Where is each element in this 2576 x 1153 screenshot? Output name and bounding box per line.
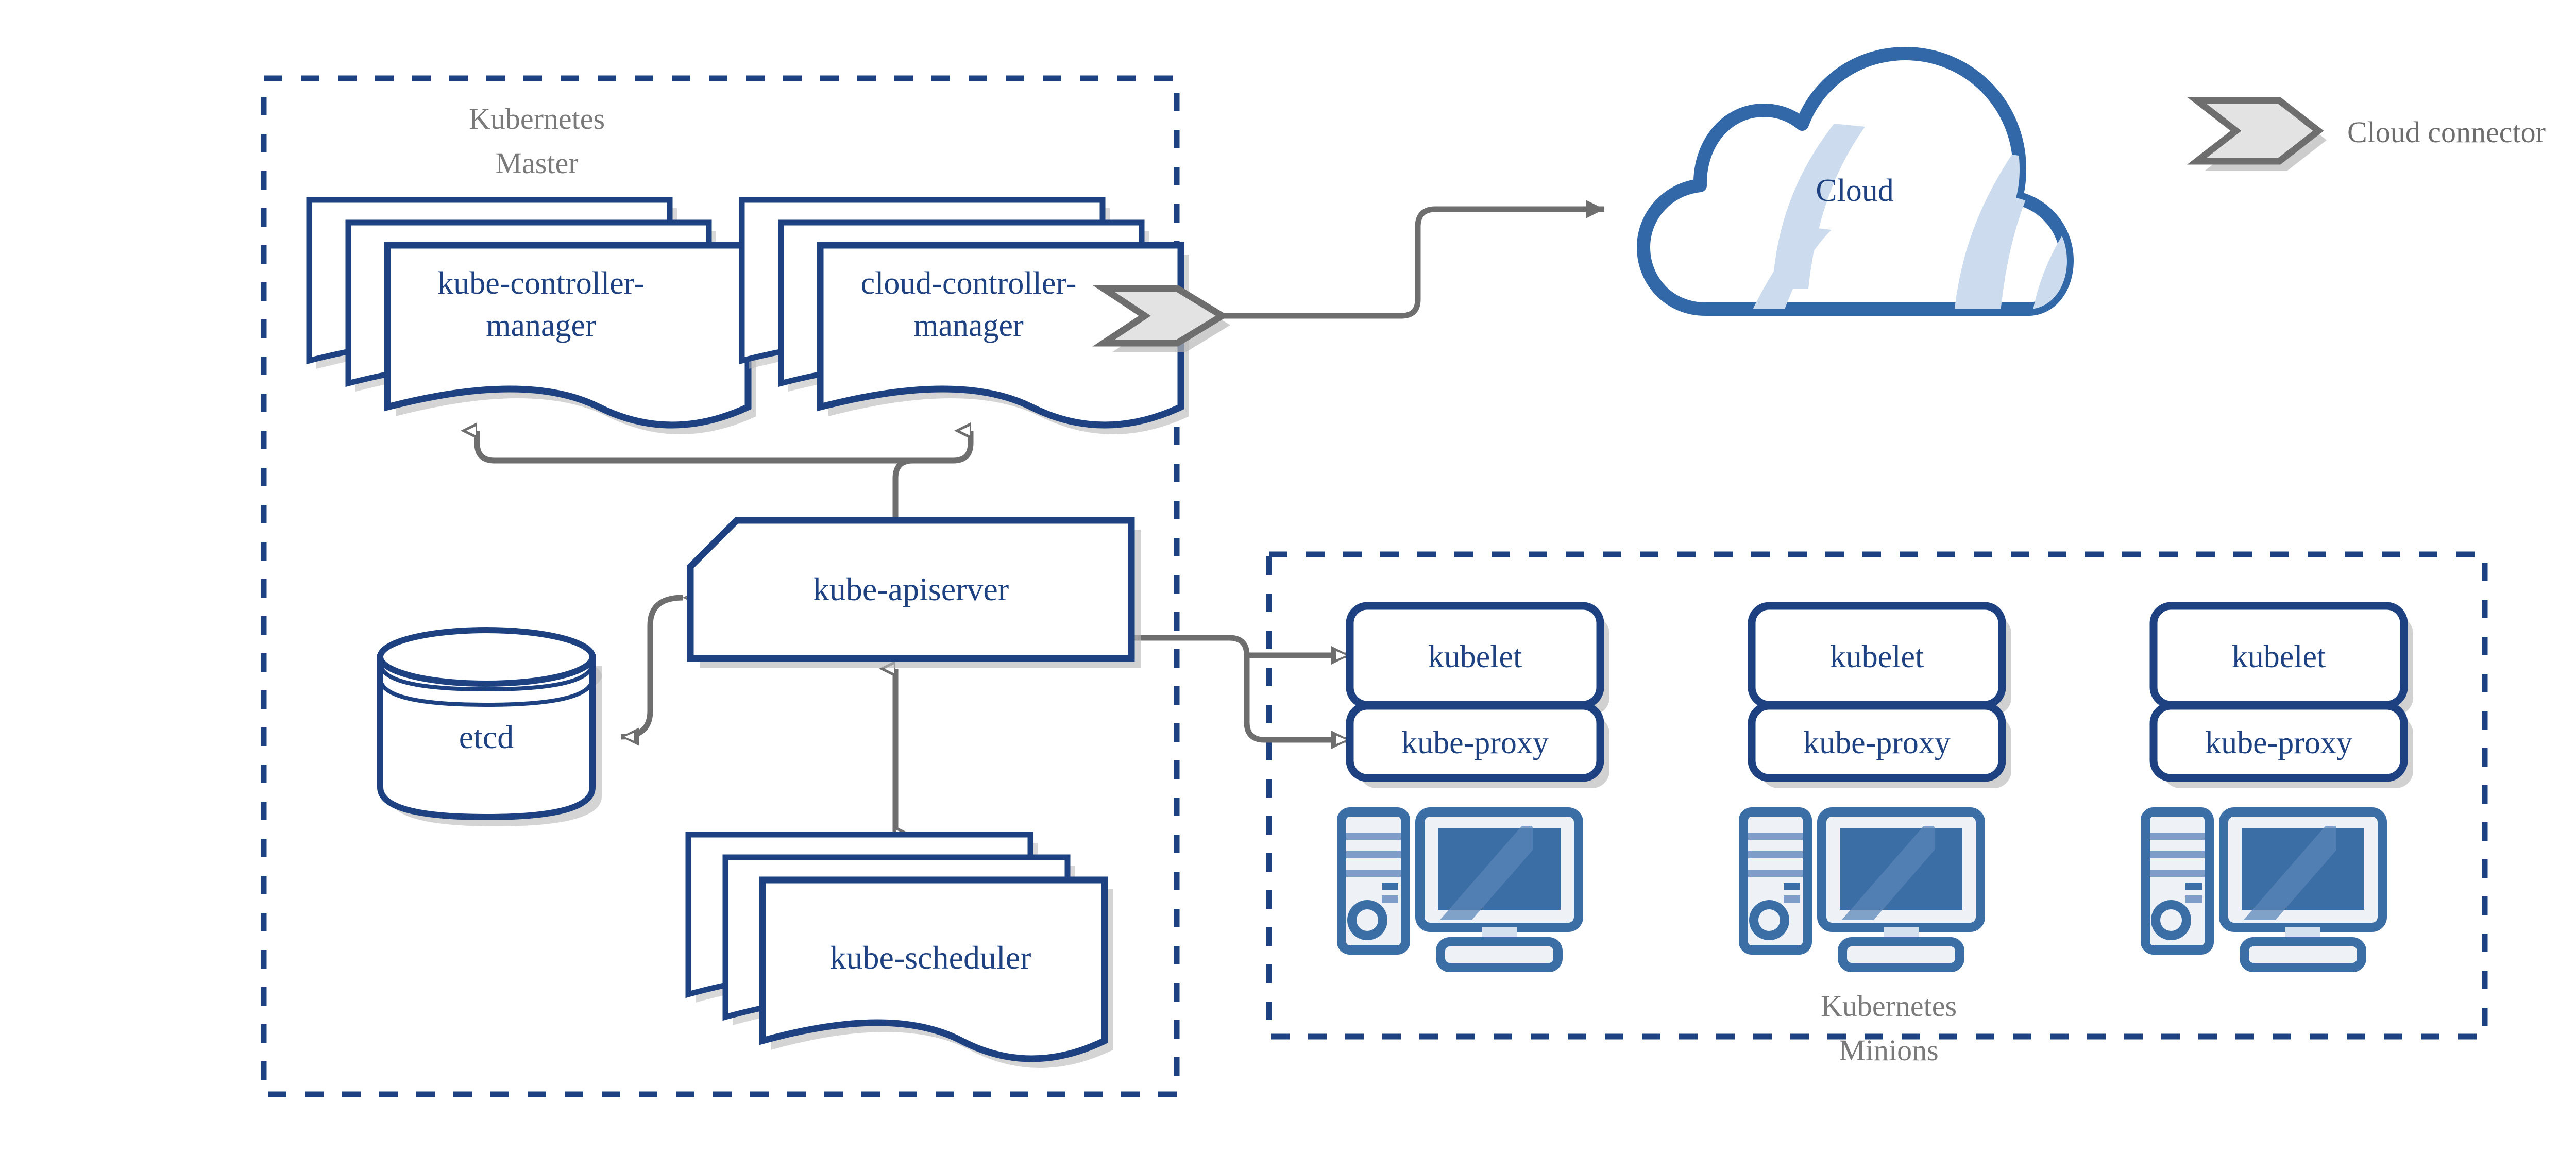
connector-branch-to-kcm [461, 422, 913, 464]
tower-slot-c-3 [2150, 870, 2205, 877]
connector-layer [461, 200, 1604, 843]
ccm-sheet1 [817, 242, 1184, 429]
scheduler-label: kube-scheduler [830, 939, 1031, 976]
connector-branch-to-ccm [913, 422, 974, 464]
group-kubernetes-master: Kubernetes Master [261, 75, 1180, 1097]
node-cloud-controller-manager[interactable]: cloud-controller- manager [739, 197, 1189, 434]
minion2-kubelet-label: kubelet [1830, 639, 1924, 674]
tower-power-button-1 [1347, 900, 1387, 940]
legend-cloud-connector: Cloud connector [2187, 97, 2546, 171]
tower-slot-a-3 [2150, 833, 2205, 840]
tower-led-b-1 [1382, 895, 1398, 903]
minion3-proxy-label: kube-proxy [2205, 725, 2352, 760]
tower-led-a-3 [2185, 883, 2202, 890]
tower-slot-b-3 [2150, 851, 2205, 858]
tower-case-3 [2141, 807, 2214, 955]
tower-case-2 [1739, 807, 1812, 955]
minion2-proxy-label: kube-proxy [1803, 725, 1951, 760]
minion1-proxy-box[interactable] [1346, 702, 1604, 782]
cloud-label: Cloud [1816, 173, 1894, 208]
legend-label-text: Cloud connector [2347, 115, 2546, 149]
computer-icon-2 [1739, 807, 1985, 972]
connector-apiserver-to-minion-stem [1113, 629, 1265, 743]
node-cloud[interactable]: Cloud [1637, 47, 2097, 330]
cloud-connector-icon-ccm[interactable] [1092, 285, 1230, 352]
node-kube-controller-manager[interactable]: kube-controller- manager [306, 197, 756, 434]
monitor-base-1 [1436, 937, 1563, 972]
tower-slot-b-2 [1748, 851, 1803, 858]
computer-icon-1 [1337, 807, 1583, 972]
monitor-glare-1 [1438, 826, 1533, 920]
cloud-connector-icon [2187, 97, 2324, 165]
tower-slot-b-1 [1346, 851, 1401, 858]
ccm-label-line1: cloud-controller- [861, 266, 1077, 301]
minions-label-line1: Kubernetes [1821, 989, 1957, 1023]
etcd-top-ellipse [377, 627, 596, 687]
minion1-kubelet-label: kubelet [1428, 639, 1522, 674]
minion-node-3: kubelet kube-proxy [2141, 602, 2413, 972]
tower-led-b-2 [1784, 895, 1800, 903]
cloud-crescent-2 [1744, 227, 1832, 309]
node-kube-scheduler[interactable]: kube-scheduler [685, 832, 1113, 1068]
cloud-crescent-4 [2030, 222, 2067, 309]
minion3-proxy-box[interactable] [2149, 702, 2408, 782]
node-kube-apiserver[interactable]: kube-apiserver [687, 517, 1141, 668]
etcd-body [377, 654, 596, 821]
tower-slot-a-2 [1748, 833, 1803, 840]
minion1-proxy-label: kube-proxy [1401, 725, 1549, 760]
monitor-base-3 [2240, 937, 2366, 972]
ccm-label-line2: manager [913, 308, 1024, 343]
connector-apiserver-etcd [620, 588, 702, 746]
apiserver-body [687, 517, 1135, 662]
etcd-ring1 [378, 662, 595, 692]
kcm-sheet1 [384, 242, 752, 429]
tower-led-a-2 [1784, 883, 1800, 890]
tower-led-a-1 [1382, 883, 1398, 890]
tower-power-button-2 [1749, 900, 1789, 940]
minion-node-2: kubelet kube-proxy [1739, 602, 2011, 972]
master-label-line2: Master [495, 146, 578, 180]
etcd-label: etcd [459, 719, 514, 755]
node-etcd[interactable]: etcd [377, 627, 602, 826]
connector-apiserver-branch-stem [892, 457, 913, 520]
minion-node-1: kubelet kube-proxy [1337, 602, 1609, 972]
kcm-label-line2: manager [486, 308, 596, 343]
minions-label-line2: Minions [1839, 1033, 1938, 1067]
minion3-kubelet-label: kubelet [2232, 639, 2326, 674]
master-label-line1: Kubernetes [469, 102, 605, 135]
minion2-proxy-box[interactable] [1748, 702, 2006, 782]
tower-slot-c-1 [1346, 870, 1401, 877]
ccm-chevron [1092, 285, 1229, 347]
computer-icon-3 [2141, 807, 2387, 972]
tower-case-1 [1337, 807, 1410, 955]
cloud-body [1637, 47, 2074, 316]
minions-dashed-border [1266, 551, 2488, 1040]
apiserver-label: kube-apiserver [813, 571, 1009, 607]
tower-power-button-3 [2151, 900, 2191, 940]
monitor-glare-2 [1840, 826, 1935, 920]
tower-slot-c-2 [1748, 870, 1803, 877]
monitor-base-2 [1838, 937, 1964, 972]
tower-slot-a-1 [1346, 833, 1401, 840]
monitor-glare-3 [2242, 826, 2336, 920]
etcd-ring2 [378, 677, 595, 707]
master-dashed-border [261, 75, 1180, 1097]
connector-ccm-to-cloud [1216, 200, 1604, 319]
tower-led-b-3 [2185, 895, 2202, 903]
kcm-label-line1: kube-controller- [437, 266, 645, 301]
group-kubernetes-minions: Kubernetes Minions [1266, 551, 2488, 1067]
scheduler-sheet1 [759, 876, 1108, 1062]
